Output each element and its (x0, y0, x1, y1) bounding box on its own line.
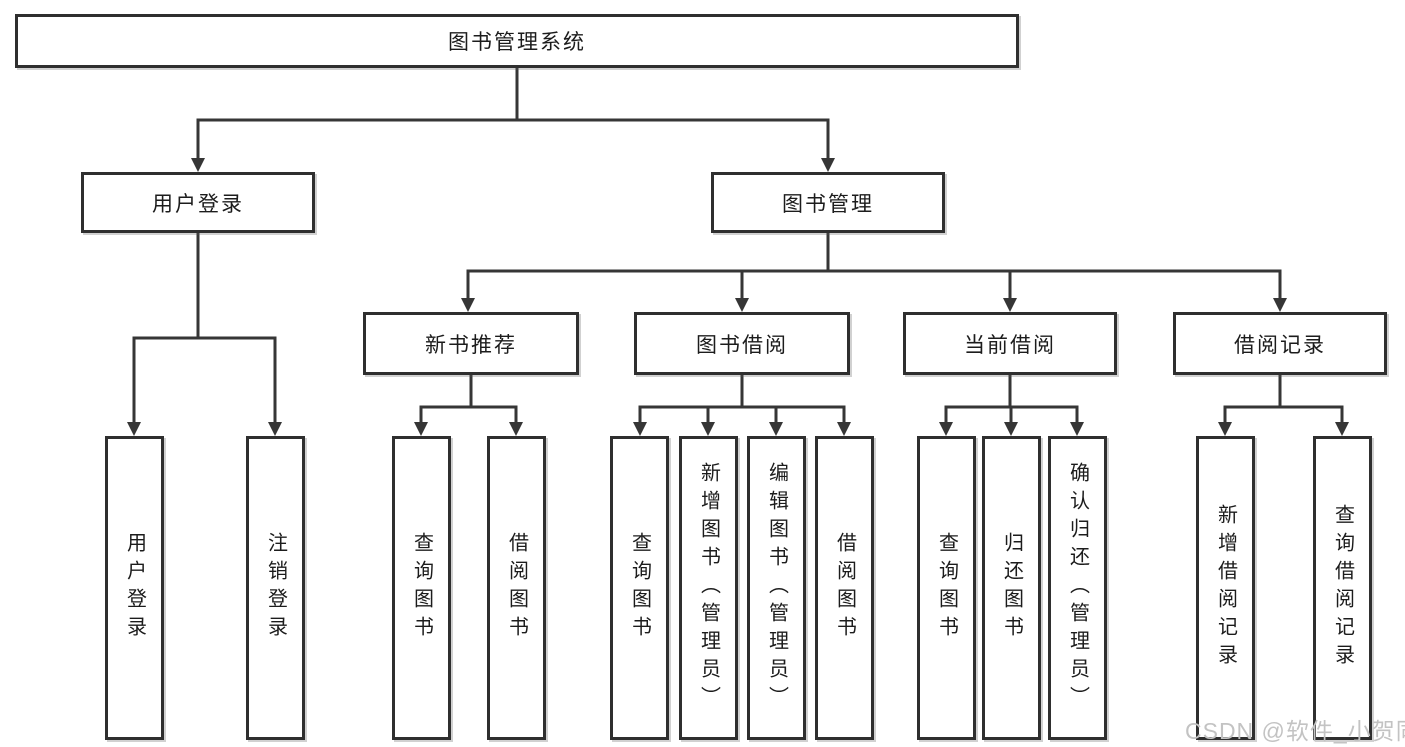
arrowhead-leaf-user-login (127, 422, 141, 436)
arrowhead-new-book-recommend (461, 298, 475, 312)
node-current-query-book: 查询图书 (917, 436, 976, 740)
node-root: 图书管理系统 (15, 14, 1019, 68)
node-book-management: 图书管理 (711, 172, 945, 233)
node-borrow-edit-book-admin: 编辑图书（管理员） (747, 436, 806, 740)
node-borrow-add-book-admin: 新增图书（管理员） (679, 436, 738, 740)
node-borrow-query-book: 查询图书 (610, 436, 669, 740)
node-borrow-borrow-book: 借阅图书 (815, 436, 874, 740)
node-records-add-record: 新增借阅记录 (1196, 436, 1255, 740)
node-user-login: 用户登录 (81, 172, 315, 233)
node-current-confirm-return-admin: 确认归还（管理员） (1048, 436, 1107, 740)
arrowhead-book-borrow (735, 298, 749, 312)
node-leaf-user-login: 用户登录 (105, 436, 164, 740)
node-current-return-book: 归还图书 (982, 436, 1041, 740)
node-leaf-logout: 注销登录 (246, 436, 305, 740)
node-current-borrow: 当前借阅 (903, 312, 1117, 375)
node-records-query-record: 查询借阅记录 (1313, 436, 1372, 740)
node-new-book-recommend: 新书推荐 (363, 312, 579, 375)
arrowhead-borrow-records (1273, 298, 1287, 312)
node-book-borrow: 图书借阅 (634, 312, 850, 375)
arrowhead-book-management (821, 158, 835, 172)
node-borrow-records: 借阅记录 (1173, 312, 1387, 375)
arrowhead-current-borrow (1003, 298, 1017, 312)
csdn-watermark: CSDN @软件_小贺同学 (1185, 718, 1405, 744)
node-recommend-query-book: 查询图书 (392, 436, 451, 740)
arrowhead-leaf-logout (268, 422, 282, 436)
arrowhead-user-login (191, 158, 205, 172)
node-recommend-borrow-book: 借阅图书 (487, 436, 546, 740)
